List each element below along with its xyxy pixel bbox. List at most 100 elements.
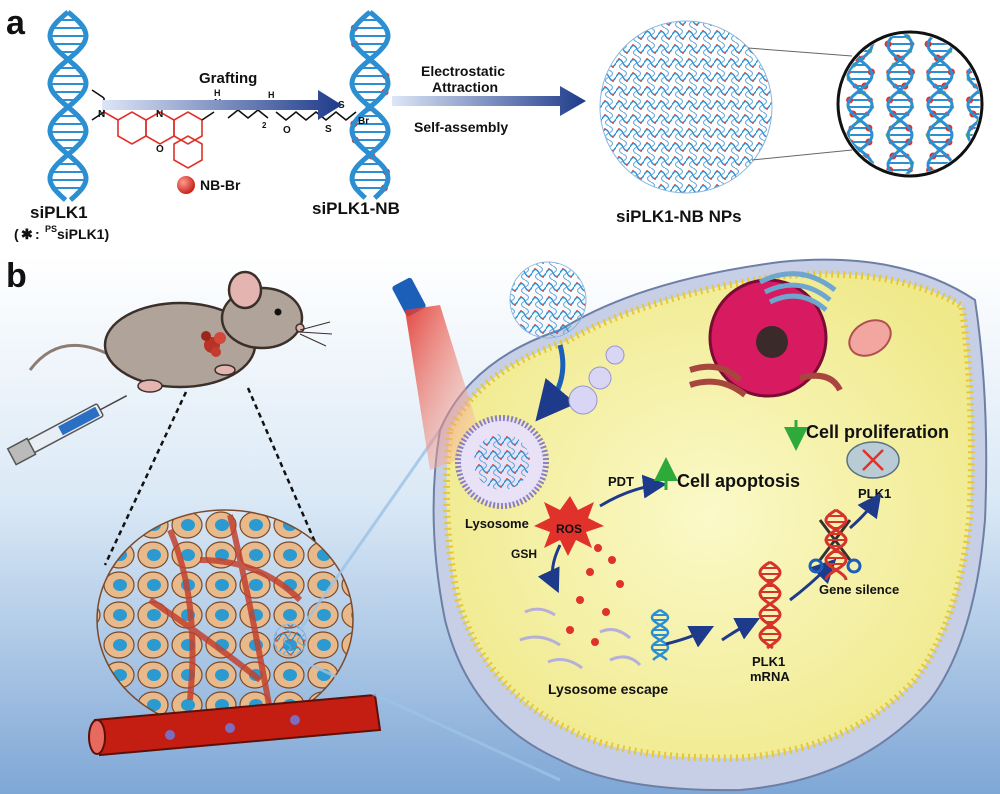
helix-base-dot bbox=[989, 105, 994, 110]
helix-nb-dot bbox=[981, 83, 988, 90]
grafting-label: Grafting bbox=[199, 70, 257, 87]
helix-base-dot bbox=[987, 49, 992, 54]
zoom-line-bottom bbox=[751, 149, 853, 161]
self-assembly-label: Self-assembly bbox=[414, 119, 508, 135]
helix-nb-dot bbox=[964, 40, 972, 48]
nanoparticle-icon bbox=[599, 20, 773, 194]
pdt-label: PDT bbox=[608, 474, 634, 489]
chem-s2: S bbox=[338, 100, 345, 111]
helix-strand bbox=[650, 608, 670, 661]
mouse-icon bbox=[28, 270, 333, 393]
np-entering-icon bbox=[509, 261, 587, 339]
chem-n1: N bbox=[98, 109, 105, 120]
tumor-tissue-icon bbox=[96, 509, 354, 731]
endosome-vesicles-icon bbox=[568, 345, 625, 415]
helix-strand bbox=[824, 508, 848, 581]
helix-nb-dot bbox=[969, 152, 977, 160]
released-sirna-icon bbox=[650, 608, 670, 661]
siplk1-nb-label: siPLK1-NB bbox=[312, 199, 400, 218]
nanoparticle-label: siPLK1-NB NPs bbox=[616, 207, 742, 226]
golgi-icon bbox=[758, 271, 837, 312]
helix-base-dot bbox=[867, 167, 873, 173]
chem-s1: S bbox=[325, 124, 332, 135]
mrna-label-2: mRNA bbox=[750, 669, 790, 684]
helix-base-dot bbox=[979, 55, 980, 61]
helix-base-dot bbox=[986, 35, 991, 40]
zoom-dash-left bbox=[103, 391, 188, 566]
helix-base-dot bbox=[989, 42, 994, 47]
helix-nb-dot bbox=[985, 125, 992, 132]
gsh-label: GSH bbox=[511, 547, 537, 561]
nb-br-label: NB-Br bbox=[200, 177, 241, 193]
ros-label: ROS bbox=[556, 522, 582, 536]
note-open-paren: ( bbox=[14, 226, 19, 242]
helix-nb-dot bbox=[844, 40, 852, 48]
gsh-arrow-icon bbox=[537, 544, 562, 594]
helix-strand bbox=[758, 560, 782, 650]
chem-br: Br bbox=[358, 116, 369, 127]
panel-b-label: b bbox=[6, 257, 27, 295]
pdt-arrow-icon bbox=[599, 474, 667, 508]
ros-burst-icon bbox=[534, 496, 604, 556]
helix-strand bbox=[886, 34, 914, 174]
helix-base-dot bbox=[988, 168, 993, 173]
lysosome-label: Lysosome bbox=[465, 516, 529, 531]
chem-sub: 2 bbox=[262, 121, 267, 130]
to-mrna-arrow-icon bbox=[721, 617, 761, 642]
release-arrow-icon bbox=[665, 625, 715, 648]
mrna-label-1: PLK1 bbox=[752, 654, 785, 669]
sirna-helix-icon bbox=[47, 10, 89, 202]
helix-base-dot bbox=[985, 112, 990, 117]
helix-nb-dot bbox=[985, 139, 992, 146]
helix-base-dot bbox=[945, 34, 951, 40]
siplk1-label: siPLK1 bbox=[30, 203, 88, 222]
proliferation-label: Cell proliferation bbox=[806, 422, 949, 442]
er-icon bbox=[689, 363, 843, 398]
helix-base-dot bbox=[985, 154, 990, 159]
helix-nb-dot bbox=[849, 152, 857, 160]
chem-h2: H bbox=[268, 90, 275, 100]
released-nb-dots bbox=[566, 544, 624, 646]
helix-strand bbox=[349, 10, 391, 200]
electrostatic-label: Electrostatic bbox=[421, 63, 505, 79]
helix-base-dot bbox=[947, 167, 953, 173]
uptake-arrow-icon bbox=[535, 344, 577, 422]
helix-base-dot bbox=[989, 161, 994, 166]
helix-strand bbox=[926, 34, 954, 174]
lysosome-escape-label: Lysosome escape bbox=[548, 681, 668, 697]
helix-nb-dot bbox=[974, 54, 980, 62]
helix-strand bbox=[824, 508, 848, 581]
note-star-icon: ✱ bbox=[21, 226, 33, 242]
to-plk1-arrow-icon bbox=[849, 492, 882, 530]
helix-strand bbox=[349, 10, 391, 200]
chem-n2: N bbox=[156, 109, 163, 120]
helix-strand bbox=[47, 10, 89, 202]
apoptosis-label: Cell apoptosis bbox=[677, 471, 800, 491]
note-colon: : bbox=[35, 226, 40, 242]
grafting-arrow-icon bbox=[102, 90, 342, 120]
siplk1-note: ( ✱ : PS siPLK1) bbox=[14, 224, 109, 242]
to-silence-arrow-icon bbox=[789, 558, 837, 602]
mrna-helix-icon bbox=[758, 560, 782, 650]
chem-o1: O bbox=[156, 144, 164, 155]
helix-nb-dot bbox=[966, 166, 974, 174]
helix-base-dot bbox=[976, 146, 980, 152]
cleaved-mrna-icon bbox=[824, 508, 848, 581]
nucleus-icon bbox=[708, 278, 828, 398]
zoom-magnifier-icon bbox=[836, 30, 994, 178]
gene-silence-label: Gene silence bbox=[819, 582, 899, 597]
attraction-label: Attraction bbox=[432, 79, 498, 95]
helix-strand bbox=[650, 608, 670, 661]
self-assembly-arrow-icon bbox=[392, 86, 586, 116]
helix-nb-dot bbox=[846, 166, 854, 174]
panel-a-label: a bbox=[6, 4, 26, 42]
chem-o2: O bbox=[283, 125, 291, 136]
lysosome-debris-icon bbox=[519, 607, 642, 670]
laser-icon bbox=[392, 277, 485, 470]
plk1-cross-icon bbox=[862, 449, 884, 471]
chem-h1: H bbox=[214, 88, 221, 98]
zoom-beam-upper bbox=[298, 429, 442, 631]
tumor-on-mouse-icon bbox=[201, 331, 226, 357]
helix-base-dot bbox=[865, 34, 871, 40]
helix-strand bbox=[926, 34, 954, 174]
